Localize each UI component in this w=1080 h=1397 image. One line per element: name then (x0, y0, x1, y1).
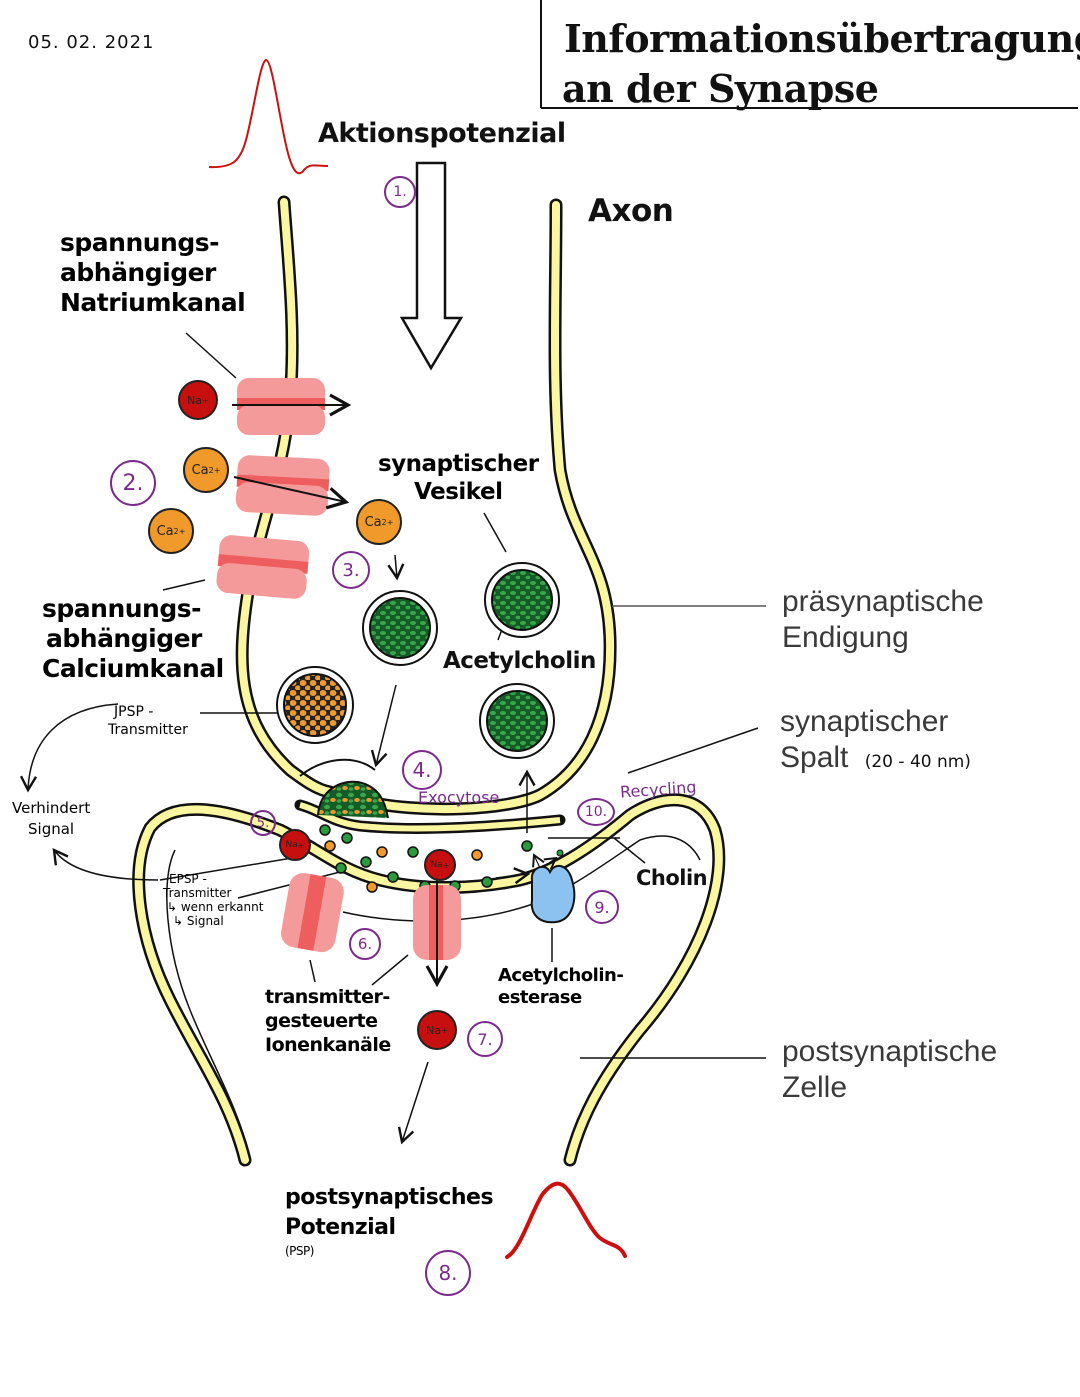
label-presynaptic-terminal: präsynaptische Endigung (782, 585, 984, 654)
label-exocytosis: Exocytose (418, 788, 500, 807)
label-action-potential: Aktionspotenzial (318, 118, 566, 149)
page-title-line-1: Informationsübertragung (564, 16, 1080, 61)
label-choline: Cholin (636, 866, 708, 890)
acetylcholinesterase-enzyme (530, 864, 576, 924)
step-marker-8: 8. (425, 1250, 471, 1296)
calcium-channel-2 (216, 535, 310, 599)
page-title-line-2: an der Synapse (562, 66, 879, 111)
label-axon: Axon (588, 193, 674, 229)
sodium-ion: Na+ (424, 849, 456, 881)
step-marker-4: 4. (402, 750, 442, 790)
label-calcium-channel: spannungs- abhängiger Calciumkanal (42, 594, 224, 683)
step-marker-9: 9. (585, 890, 619, 924)
sodium-ion: Na+ (178, 380, 218, 420)
vesicle-3 (479, 683, 555, 759)
label-prevents-signal: Verhindert Signal (12, 799, 91, 838)
step-marker-2: 2. (110, 460, 156, 506)
vesicle-1 (362, 590, 438, 666)
step-marker-1: 1. (384, 176, 416, 208)
signal-direction-arrow (399, 161, 464, 371)
sodium-channel (237, 378, 325, 435)
ligand-gated-channel-1 (281, 873, 344, 953)
label-acetylcholine: Acetylcholin (443, 648, 596, 674)
step-marker-5: 5. (250, 810, 276, 836)
action-potential-curve (208, 58, 329, 175)
label-synaptic-vesicle: synaptischer Vesikel (378, 451, 539, 505)
date: 05. 02. 2021 (28, 32, 155, 53)
label-epsp-transmitter: EPSP - Transmitter ↳ wenn erkannt ↳ Sign… (163, 872, 264, 928)
label-synaptic-cleft: synaptischer Spalt (20 - 40 nm) (780, 705, 971, 774)
calcium-channel-1 (235, 455, 330, 516)
step-marker-3: 3. (332, 551, 370, 589)
label-acetylcholinesterase: Acetylcholin- esterase (498, 965, 624, 1008)
label-sodium-channel: spannungs- abhängiger Natriumkanal (60, 228, 246, 317)
label-postsynaptic-potential: postsynaptisches Potenzial (PSP) (285, 1185, 494, 1258)
sodium-ion: Na+ (279, 829, 311, 861)
ipsp-vesicle (276, 666, 354, 744)
label-ligand-gated-channels: transmitter- gesteuerte Ionenkanäle (265, 986, 391, 1056)
psp-curve (505, 1181, 627, 1259)
step-marker-6: 6. (349, 928, 381, 960)
calcium-influx-arrow (233, 476, 350, 510)
step-marker-7: 7. (467, 1021, 503, 1057)
cleft-width: (20 - 40 nm) (864, 752, 971, 772)
label-postsynaptic-cell: postsynaptische Zelle (782, 1035, 998, 1104)
step-marker-10: 10. (577, 798, 615, 826)
vesicle-2 (484, 562, 560, 638)
sodium-ion: Na+ (417, 1010, 457, 1050)
label-ipsp-transmitter: JPSP - Transmitter (108, 704, 188, 738)
